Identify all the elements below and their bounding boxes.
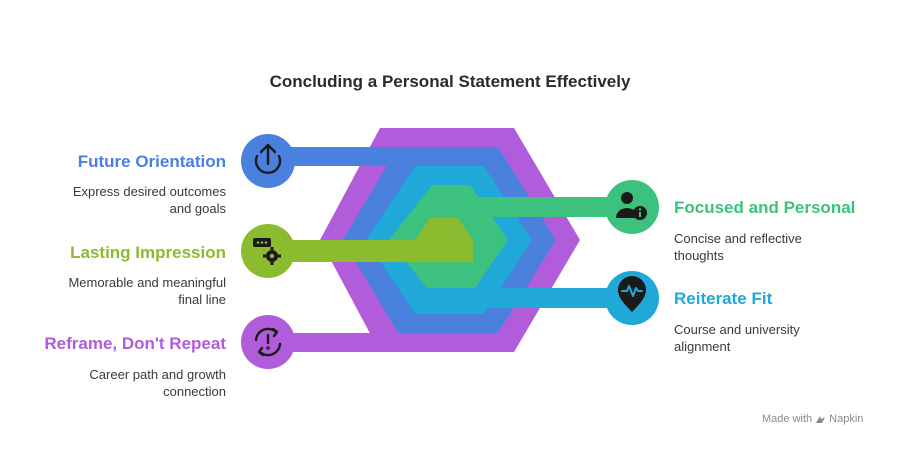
description-focused-personal: Concise and reflective thoughts [674,230,802,264]
bar-focused-personal [440,197,632,217]
watermark: Made with Napkin [762,413,863,425]
description-line: Career path and growth [89,367,226,382]
settings-chat-icon [253,238,281,265]
circle-lasting-impression [241,224,295,278]
description-line: Course and university [674,322,800,337]
description-line: final line [178,292,226,307]
person-info-icon [616,192,647,220]
watermark-brand: Napkin [829,413,864,425]
description-reframe: Career path and growth connection [89,366,226,400]
description-line: alignment [674,339,731,354]
bar-reframe [268,333,403,352]
description-line: Memorable and meaningful [68,275,226,290]
heading-future-orientation: Future Orientation [77,152,226,171]
heading-lasting-impression: Lasting Impression [70,243,226,262]
watermark-prefix: Made with [762,413,813,425]
refresh-alert-icon [254,327,282,357]
description-line: Express desired outcomes [72,184,226,199]
bar-future-orientation [268,147,443,166]
bar-lasting-impression [268,240,473,262]
circle-focused-personal [605,180,659,234]
description-line: connection [163,384,226,399]
heading-reiterate-fit: Reiterate Fit [674,289,773,308]
location-pulse-icon [618,276,646,312]
description-future-orientation: Express desired outcomes and goals [73,183,226,217]
page-title: Concluding a Personal Statement Effectiv… [269,72,631,91]
description-lasting-impression: Memorable and meaningful final line [68,274,226,308]
description-line: Concise and reflective [674,231,802,246]
napkin-logo-icon [816,415,826,423]
heading-focused-personal: Focused and Personal [674,198,856,217]
description-reiterate-fit: Course and university alignment [674,321,800,355]
heading-reframe: Reframe, Don't Repeat [44,334,226,353]
bar-reiterate-fit [420,288,632,308]
description-line: and goals [169,201,226,216]
description-line: thoughts [674,248,724,263]
upload-arrow-icon [254,143,282,174]
